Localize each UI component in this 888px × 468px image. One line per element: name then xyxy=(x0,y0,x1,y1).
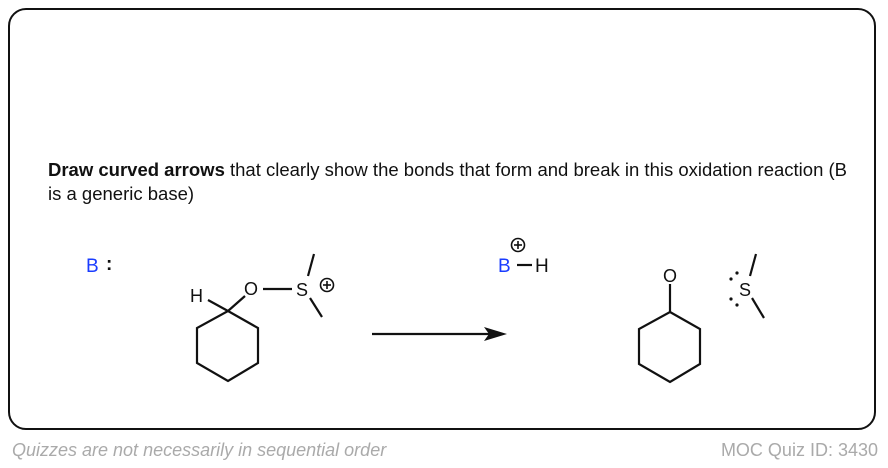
reaction-arrow xyxy=(372,327,507,341)
base-label: B xyxy=(86,256,99,277)
question-rest: that clearly show the bonds that form an… xyxy=(48,159,848,204)
base-reactant: B : xyxy=(86,254,112,277)
lone-pair: : xyxy=(106,254,112,275)
s-atom: S xyxy=(739,280,751,300)
question-bold: Draw curved arrows xyxy=(48,159,225,180)
o-atom: O xyxy=(244,279,258,299)
quiz-card xyxy=(8,8,876,430)
question-text: Draw curved arrows that clearly show the… xyxy=(48,158,848,206)
plus-charge-icon xyxy=(510,237,526,253)
dimethyl-sulfide: S xyxy=(729,253,765,319)
o-atom: O xyxy=(663,266,677,286)
h-atom: H xyxy=(190,286,203,306)
protonated-base: B H xyxy=(498,237,549,277)
cyclohexanone xyxy=(637,284,702,384)
quiz-id: MOC Quiz ID: 3430 xyxy=(720,440,878,460)
alkoxysulfonium xyxy=(195,253,335,383)
s-atom: S xyxy=(296,280,308,300)
footer-note: Quizzes are not necessarily in sequentia… xyxy=(12,440,387,460)
b-atom: B xyxy=(498,256,511,277)
h-atom: H xyxy=(535,256,549,277)
